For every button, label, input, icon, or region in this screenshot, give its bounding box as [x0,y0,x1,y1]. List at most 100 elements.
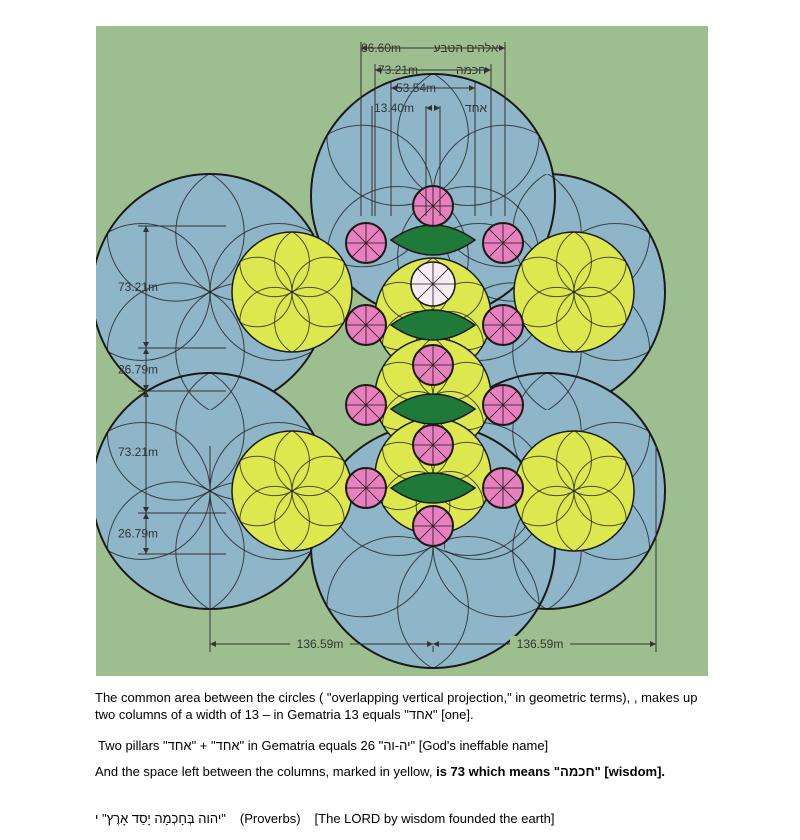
caption-common-area-text: The common area between the circles ( "o… [95,690,698,722]
dim-left-label: 73.21m [118,280,158,294]
pink-spokes [413,345,453,385]
dim-top-arrow [361,45,367,51]
pink-spoke [351,310,367,326]
pink-spokes [483,223,523,263]
pink-spoke [488,487,504,503]
pink-spoke [502,324,518,340]
white-center-spoke [417,268,434,285]
white-center-spokes [411,262,455,306]
white-center-spoke [432,283,449,300]
pink-spoke [432,511,448,527]
pink-spokes [346,305,386,345]
dim-gap-arrow [434,105,440,111]
pink-spoke [365,404,381,420]
dim-top-label: 86.60m [361,41,401,55]
pink-spoke [365,310,381,326]
pink-spoke [488,473,504,489]
dim-left-arrow [143,226,149,232]
pink-spoke [351,228,367,244]
pink-spoke [418,511,434,527]
dim-left-label: 26.79m [118,527,158,541]
dim-bottom-label: 136.59m [517,637,564,651]
green-lens [389,309,477,341]
proverbs-source: (Proverbs) [239,811,301,826]
dim-top-hebrew: אלהים הטבע [434,41,499,55]
pink-spokes [483,468,523,508]
dim-bottom-arrow [433,641,439,647]
dim-left-label: 73.21m [118,445,158,459]
caption-yellow-space-text: And the space left between the columns, … [95,764,437,779]
white-center-spoke [417,283,434,300]
pink-spoke [488,404,504,420]
pink-spoke [365,228,381,244]
pink-spoke [418,525,434,541]
pink-spoke [488,324,504,340]
pink-spoke [502,390,518,406]
dim-top-label: 53.54m [396,81,436,95]
dim-top-arrow [485,67,491,73]
pink-spoke [351,404,367,420]
dim-left-arrow [143,385,149,391]
pink-spoke [365,324,381,340]
pink-spoke [365,473,381,489]
caption-common-area: The common area between the circles ( "o… [95,689,715,723]
green-lens [389,393,477,425]
pink-spokes [346,468,386,508]
caption-two-pillars: Two pillars "אחד" + "אחד" in Gematria eq… [98,737,718,754]
pink-spoke [432,525,448,541]
pink-spokes [483,385,523,425]
pink-spoke [418,430,434,446]
dim-left-arrow [143,513,149,519]
dim-left-arrow [143,548,149,554]
pink-spoke [488,242,504,258]
dim-bottom-arrow [210,641,216,647]
green-lens [389,224,477,256]
dim-bottom-arrow [650,641,656,647]
pink-spoke [351,473,367,489]
dim-bottom-label-bg [290,636,350,652]
dim-top-arrow [375,67,381,73]
pink-spokes [413,186,453,226]
pink-spoke [488,310,504,326]
proverbs-hebrew-quote: "יהוה בְּחָכְמָה יָסַד אָרֶץ" י [95,811,226,826]
caption-proverbs: "יהוה בְּחָכְמָה יָסַד אָרֶץ" י (Proverbs… [95,810,715,827]
pink-spoke [418,350,434,366]
dim-bottom-arrow [427,641,433,647]
proverbs-translation: [The LORD by wisdom founded the earth] [314,811,555,826]
pink-spokes [346,385,386,425]
pink-spoke [502,228,518,244]
dim-bottom-label-bg [510,636,570,652]
pink-spoke [351,487,367,503]
pink-spoke [432,444,448,460]
pink-spoke [432,364,448,380]
pink-spoke [502,242,518,258]
caption-yellow-space-bold: is 73 which means "חכמה" [wisdom] [436,764,662,779]
dim-bottom-label: 136.59m [297,637,344,651]
pink-spoke [418,364,434,380]
dim-top-arrow [469,85,475,91]
dim-top-hebrew: חכמה [456,63,486,77]
pink-spoke [502,487,518,503]
pink-spoke [502,404,518,420]
pink-spoke [488,390,504,406]
pink-spoke [502,310,518,326]
pink-spoke [351,324,367,340]
dim-left-label: 26.79m [118,363,158,377]
pink-spoke [365,390,381,406]
dim-top-hebrew: אחד [465,101,488,115]
dim-top-arrow [391,85,397,91]
pink-spoke [365,242,381,258]
caption-yellow-space: And the space left between the columns, … [95,763,715,780]
white-center-spoke [432,268,449,285]
dim-top-label: 73.21m [378,63,418,77]
pink-spokes [346,223,386,263]
green-lens [389,472,477,504]
dim-left-arrow [143,391,149,397]
dim-left-arrow [143,507,149,513]
pink-spoke [502,473,518,489]
pink-spokes [413,506,453,546]
caption-two-pillars-text: Two pillars "אחד" + "אחד" in Gematria eq… [98,738,549,753]
pink-spoke [418,444,434,460]
dim-left-arrow [143,348,149,354]
